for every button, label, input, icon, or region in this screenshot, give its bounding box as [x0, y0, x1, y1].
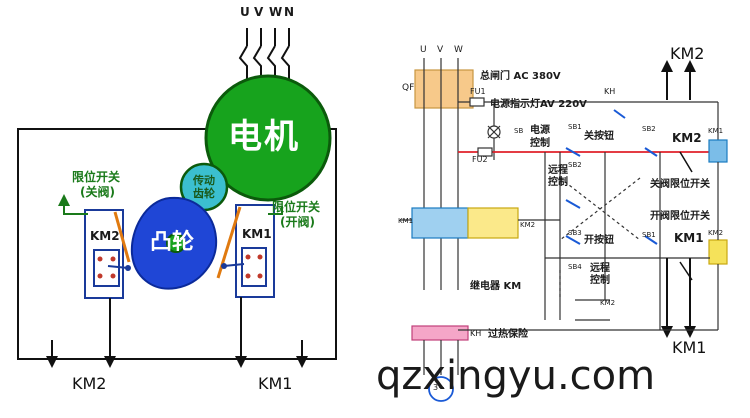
km2-contact-label: KM2 [600, 299, 616, 307]
km2-switch-label: KM2 [90, 229, 120, 243]
km1-left-label: KM1 [398, 217, 414, 225]
sb2-label: SB2 [642, 125, 656, 133]
power-ctrl-1: 电源 [530, 125, 550, 136]
sb2b-label: SB2 [568, 161, 582, 169]
watermark: qzxingyu.com [376, 353, 656, 399]
sb3-label: SB3 [568, 229, 582, 237]
overload-label: 过热保险 [488, 329, 528, 340]
r-phase-u: U [420, 45, 427, 55]
relay-label: 继电器 KM [470, 281, 522, 292]
sb1-label: SB1 [568, 123, 582, 131]
remote2-1: 远程 [590, 263, 610, 274]
motor [204, 74, 332, 202]
limit-open-line2: (开阀) [280, 215, 315, 229]
limit-close-line1: 限位开关 [72, 170, 121, 184]
fu2-label: FU2 [472, 155, 488, 164]
sb4-label: SB4 [568, 263, 582, 271]
km2-top-label: KM2 [670, 44, 705, 63]
close-btn-label: 关按钮 [584, 131, 614, 142]
phase-n: N [284, 5, 295, 19]
phase-u: U [240, 5, 250, 19]
out-km1-label: KM1 [258, 374, 293, 393]
motor-symbol-label: 3~ [433, 383, 445, 392]
phase-v: V [254, 5, 264, 19]
right-schematic [400, 58, 728, 402]
cam-label: 凸轮 [150, 230, 195, 255]
power-ctrl-2: 控制 [530, 138, 550, 149]
r-phase-v: V [437, 45, 444, 55]
limit-open-line1: 限位开关 [272, 200, 321, 214]
qf-label: QF [402, 83, 415, 93]
open-btn-label: 开按钮 [584, 235, 614, 246]
close-limit-label: 关阀限位开关 [650, 179, 710, 190]
limit-close-line2: (关阀) [80, 185, 115, 199]
km2-small-label: KM2 [520, 221, 536, 229]
left-mechanism [17, 28, 337, 368]
main-switch-label: 总闸门 AC 380V [480, 71, 561, 82]
power-lamp-label: 电源指示灯AV 220V [490, 99, 587, 110]
remote2-2: 控制 [590, 275, 610, 286]
kh-top-label: KH [604, 87, 616, 96]
r-phase-w: W [454, 45, 463, 55]
km2-coil-label: KM2 [708, 229, 724, 237]
remote1-2: 控制 [548, 177, 568, 188]
km1-bottom-label: KM1 [672, 338, 707, 357]
motor-label: 电机 [228, 117, 300, 157]
km1-coil-label: KM1 [708, 127, 724, 135]
km2-mid-label: KM2 [672, 131, 702, 145]
sb1b-label: SB1 [642, 231, 656, 239]
sb-label: SB [514, 127, 524, 135]
remote1-1: 远程 [548, 165, 568, 176]
open-limit-label: 开阀限位开关 [650, 211, 710, 222]
km1-switch-label: KM1 [242, 227, 272, 241]
phase-w: W [269, 5, 283, 19]
out-km2-label: KM2 [72, 374, 107, 393]
fu1-label: FU1 [470, 87, 486, 96]
kh-bottom-label: KH [470, 329, 482, 338]
km1-right-label: KM1 [674, 231, 704, 245]
gear-label: 传动齿轮 [193, 174, 215, 200]
